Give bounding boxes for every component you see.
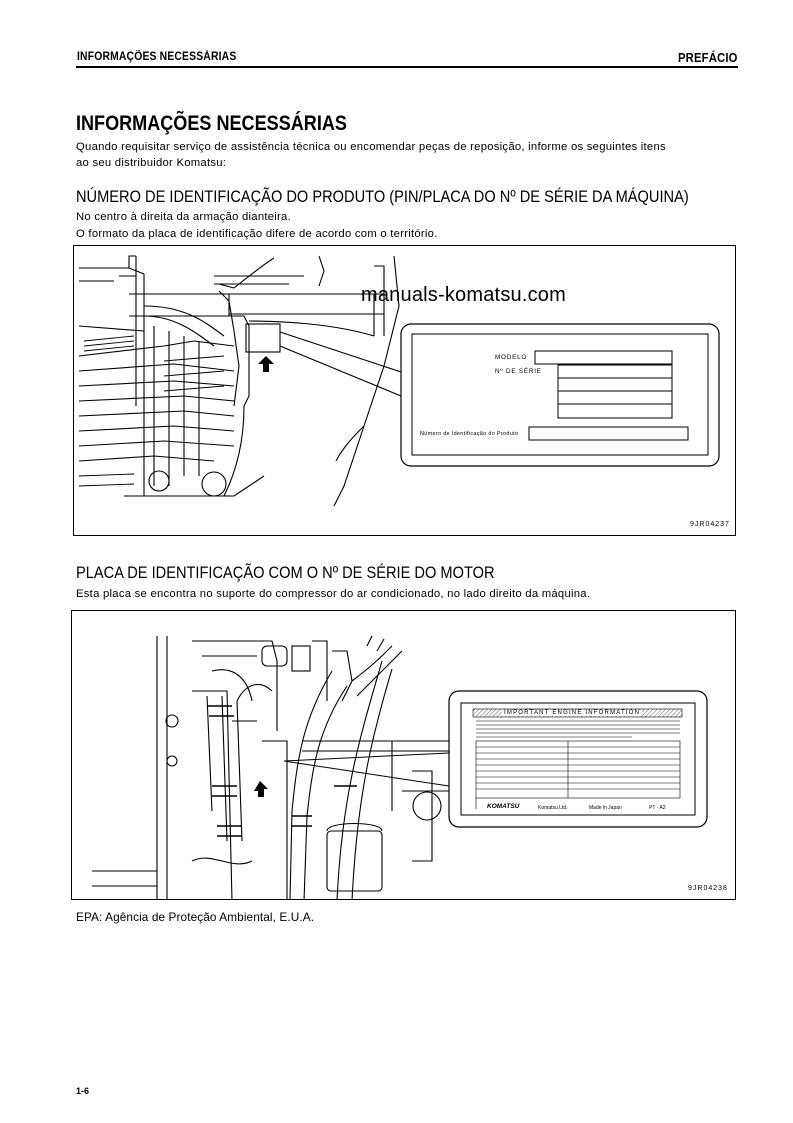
section2-heading: PLACA DE IDENTIFICAÇÃO COM O Nº DE SÉRIE… [76, 563, 495, 582]
section1-line-2: O formato da placa de identificação dife… [76, 228, 438, 240]
engine-plate-maker: Komatsu Ltd. [538, 805, 568, 811]
figure-pin-plate: manuals-komatsu.com MODELO Nº DE SÉRIE N… [73, 245, 736, 536]
komatsu-logo: KOMATSU [487, 803, 520, 810]
section1-line-1: No centro à direita da armação dianteira… [76, 211, 291, 223]
engine-plate-part: PT - A2 [649, 805, 666, 811]
section2-line-1: Esta placa se encontra no suporte do com… [76, 588, 591, 600]
plate-pin-label: Número de Identificação do Produto [420, 431, 519, 437]
plate-serial-label: Nº DE SÉRIE [495, 368, 542, 375]
figure2-code: 9JR04238 [688, 885, 728, 892]
running-header-right: PREFÁCIO [678, 51, 738, 65]
watermark: manuals-komatsu.com [361, 284, 566, 306]
engine-plate-title: IMPORTANT ENGINE INFORMATION [502, 710, 643, 716]
epa-note: EPA: Agência de Proteção Ambiental, E.U.… [76, 910, 315, 924]
plate-model-label: MODELO [495, 354, 528, 361]
section1-heading: NÚMERO DE IDENTIFICAÇÃO DO PRODUTO (PIN/… [76, 187, 689, 206]
page-title: INFORMAÇÕES NECESSÁRIAS [76, 112, 347, 135]
frame-illustration [78, 255, 720, 507]
intro-line-1: Quando requisitar serviço de assistência… [76, 141, 666, 153]
engine-plate-made-in: Made in Japan [589, 805, 622, 811]
figure-engine-plate: IMPORTANT ENGINE INFORMATION KOMATSU Kom… [71, 610, 736, 900]
running-header-left: INFORMAÇÕES NECESSÁRIAS [77, 51, 237, 63]
figure1-code: 9JR04237 [690, 521, 730, 528]
engine-illustration [92, 635, 708, 899]
intro-line-2: ao seu distribuidor Komatsu: [76, 157, 227, 169]
page-number: 1-6 [76, 1086, 90, 1096]
header-rule [76, 66, 738, 68]
